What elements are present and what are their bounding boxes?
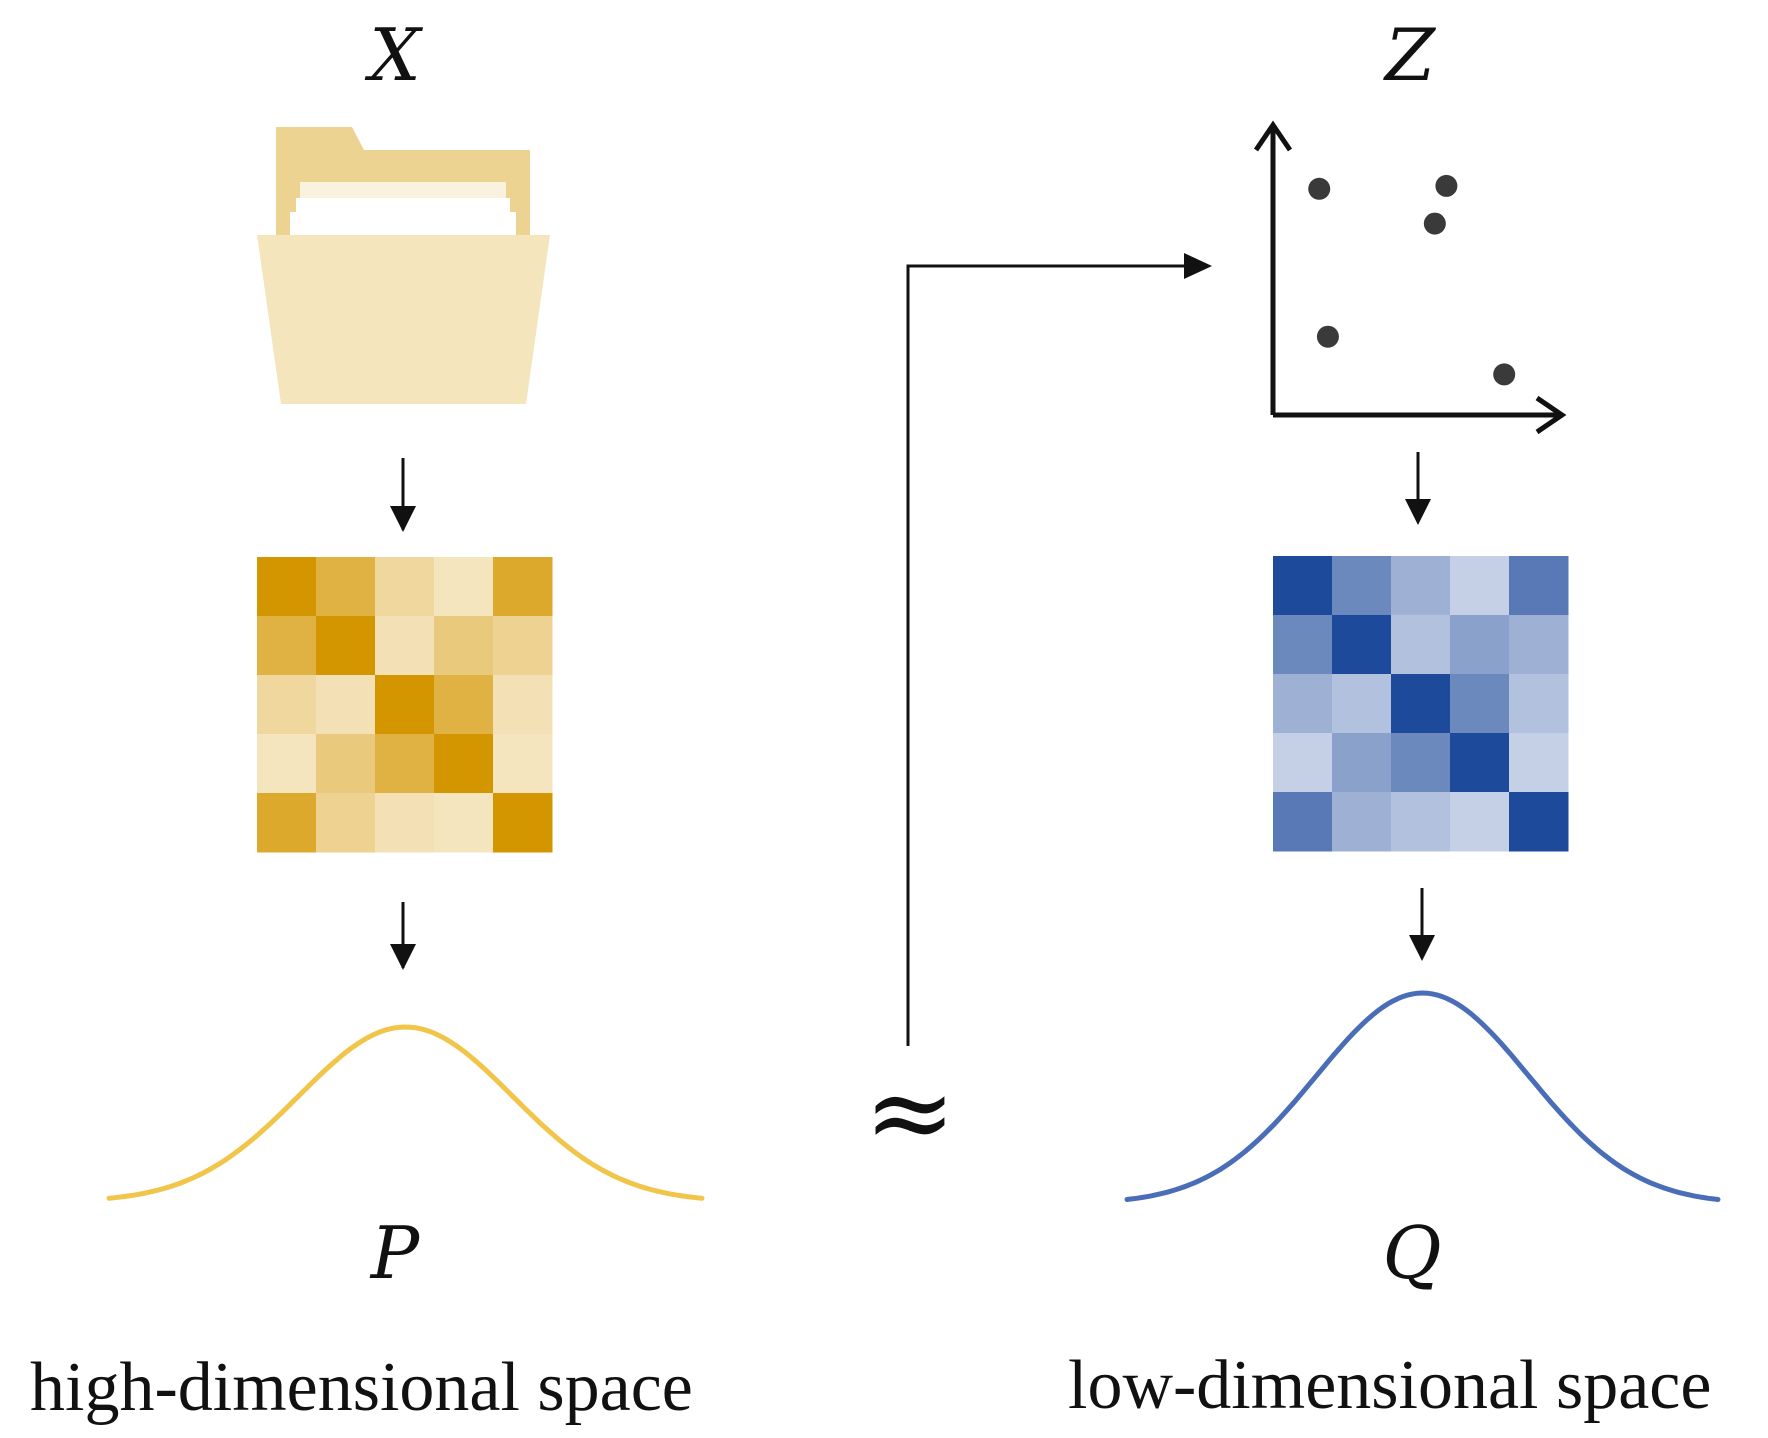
input-data-label: X [364, 13, 423, 97]
matrix-cell [375, 616, 435, 676]
matrix-cell [1509, 674, 1569, 734]
scatter-point [1435, 174, 1458, 197]
matrix-cell [434, 616, 494, 676]
matrix-cell [257, 557, 317, 617]
matrix-cell [1332, 792, 1392, 852]
matrix-cell [1509, 733, 1569, 793]
folder-icon [257, 127, 550, 404]
caption-high-dimensional: high-dimensional space [30, 1349, 693, 1426]
similarity-matrix-high [257, 557, 553, 853]
scatter-point [1423, 212, 1446, 235]
matrix-cell [493, 616, 553, 676]
scatter-points [1308, 174, 1516, 386]
matrix-cell [257, 734, 317, 794]
embedding-label: Z [1383, 13, 1437, 97]
scatter-plot [1253, 120, 1567, 435]
matrix-cell [375, 734, 435, 794]
arrowhead-data-to-matrix-high [390, 506, 416, 532]
matrix-cell [434, 734, 494, 794]
matrix-cell [493, 734, 553, 794]
matrix-cell [1509, 615, 1569, 675]
scatter-point [1308, 177, 1331, 200]
matrix-cell [1273, 733, 1333, 793]
caption-low-dimensional: low-dimensional space [1068, 1347, 1711, 1424]
matrix-cell [316, 675, 376, 735]
distribution-label-p: P [369, 1211, 421, 1295]
matrix-cell [1273, 615, 1333, 675]
matrix-cell [1450, 556, 1510, 616]
matrix-cell [1391, 556, 1451, 616]
matrix-cell [257, 793, 317, 853]
matrix-cell [375, 793, 435, 853]
matrix-cell [1450, 615, 1510, 675]
matrix-cell [316, 793, 376, 853]
distribution-label-q: Q [1382, 1211, 1441, 1295]
similarity-matrix-low [1273, 556, 1569, 852]
matrix-cell [375, 557, 435, 617]
matrix-cell [1273, 674, 1333, 734]
mapping-arrowhead [1184, 253, 1212, 279]
matrix-cell [1391, 792, 1451, 852]
matrix-cell [434, 557, 494, 617]
matrix-cell [316, 557, 376, 617]
matrix-cell [493, 557, 553, 617]
matrix-cell [375, 675, 435, 735]
distribution-curve-low [1124, 990, 1721, 1202]
matrix-cell [1332, 556, 1392, 616]
y-axis-arrowhead [1253, 120, 1293, 152]
matrix-cell [1332, 733, 1392, 793]
matrix-cell [434, 675, 494, 735]
matrix-cell [257, 675, 317, 735]
matrix-cell [1273, 792, 1333, 852]
matrix-cell [316, 734, 376, 794]
matrix-cell [1391, 674, 1451, 734]
matrix-cell [434, 793, 494, 853]
matrix-cell [1391, 733, 1451, 793]
matrix-cell [1450, 792, 1510, 852]
arrowhead-matrix-to-dist-high [390, 944, 416, 970]
matrix-cell [1450, 674, 1510, 734]
matrix-cell [1391, 615, 1451, 675]
approx-symbol: ≈ [864, 1048, 956, 1176]
arrowhead-matrix-to-dist-low [1409, 935, 1435, 961]
matrix-cell [1273, 556, 1333, 616]
matrix-cell [1509, 792, 1569, 852]
arrowhead-scatter-to-matrix-low [1405, 499, 1431, 525]
matrix-cell [1332, 615, 1392, 675]
matrix-cell [1450, 733, 1510, 793]
matrix-cell [257, 616, 317, 676]
x-axis-arrowhead [1535, 395, 1567, 435]
matrix-cell [316, 616, 376, 676]
mapping-arrow-line [906, 264, 1190, 1046]
distribution-curve-high [106, 1024, 705, 1201]
scatter-point [1316, 325, 1339, 348]
matrix-cell [1509, 556, 1569, 616]
scatter-point [1493, 363, 1516, 386]
matrix-cell [493, 675, 553, 735]
matrix-cell [493, 793, 553, 853]
matrix-cell [1332, 674, 1392, 734]
